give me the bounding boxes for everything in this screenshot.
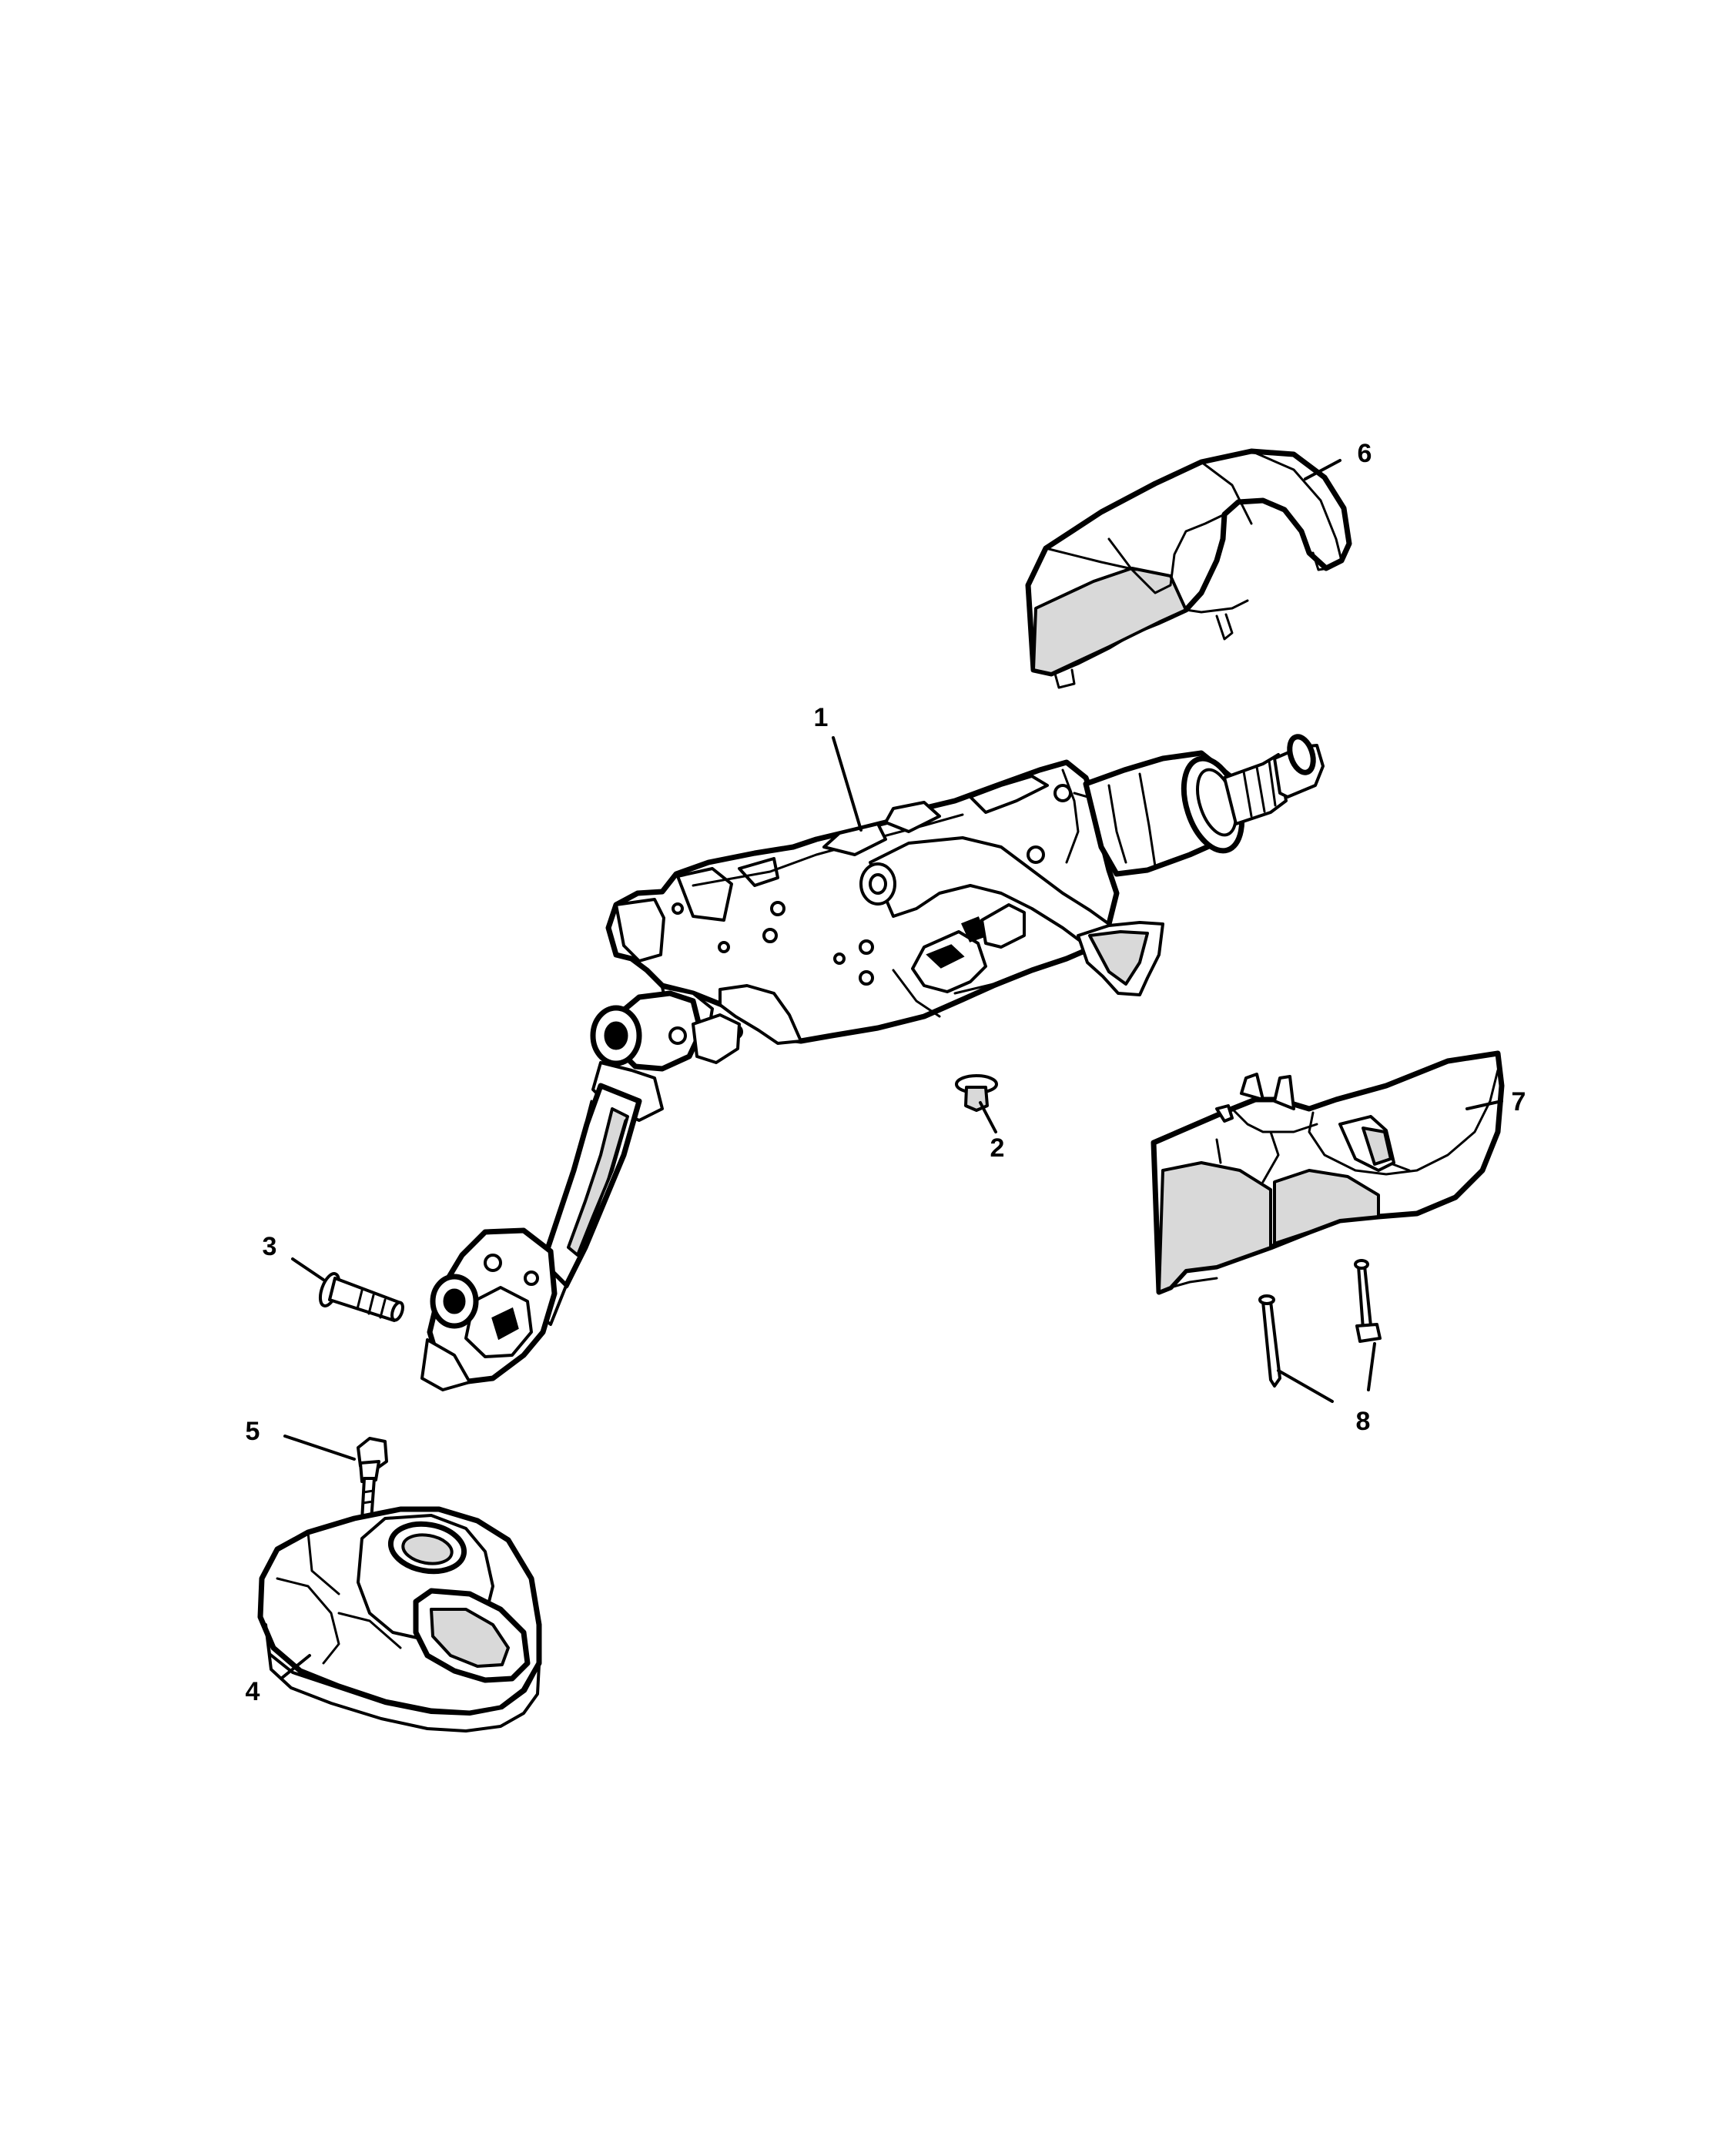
callout-6: 6 [1358, 439, 1372, 468]
bolt-part-5[interactable] [357, 1437, 388, 1522]
leader-line-2 [979, 1101, 997, 1133]
upper-shroud-part[interactable] [1025, 448, 1352, 689]
steering-column-part[interactable] [420, 734, 1325, 1391]
leader-line-8b [1367, 1342, 1376, 1391]
leader-line-1 [832, 736, 862, 832]
leader-line-7 [1465, 1100, 1503, 1110]
plug-part[interactable] [955, 1074, 998, 1112]
leader-line-6 [1304, 459, 1341, 480]
callout-4: 4 [246, 1677, 260, 1706]
leader-line-3 [291, 1257, 325, 1281]
screw-part[interactable] [1258, 1259, 1382, 1388]
callout-3: 3 [263, 1232, 277, 1261]
leader-lines [280, 459, 1503, 1680]
callout-5: 5 [246, 1417, 260, 1446]
callout-2: 2 [990, 1133, 1005, 1163]
callout-1: 1 [814, 703, 829, 732]
leader-line-4 [280, 1654, 311, 1680]
boot-seal-part[interactable] [257, 1506, 542, 1732]
bolt-part-3[interactable] [317, 1271, 405, 1322]
callout-7: 7 [1512, 1087, 1526, 1116]
lower-shroud-part[interactable] [1151, 1050, 1505, 1295]
leader-line-8a [1277, 1369, 1334, 1403]
leader-line-5 [283, 1435, 356, 1461]
callout-labels: 1 2 3 4 5 6 7 8 [246, 439, 1526, 1706]
callout-8: 8 [1356, 1407, 1371, 1436]
